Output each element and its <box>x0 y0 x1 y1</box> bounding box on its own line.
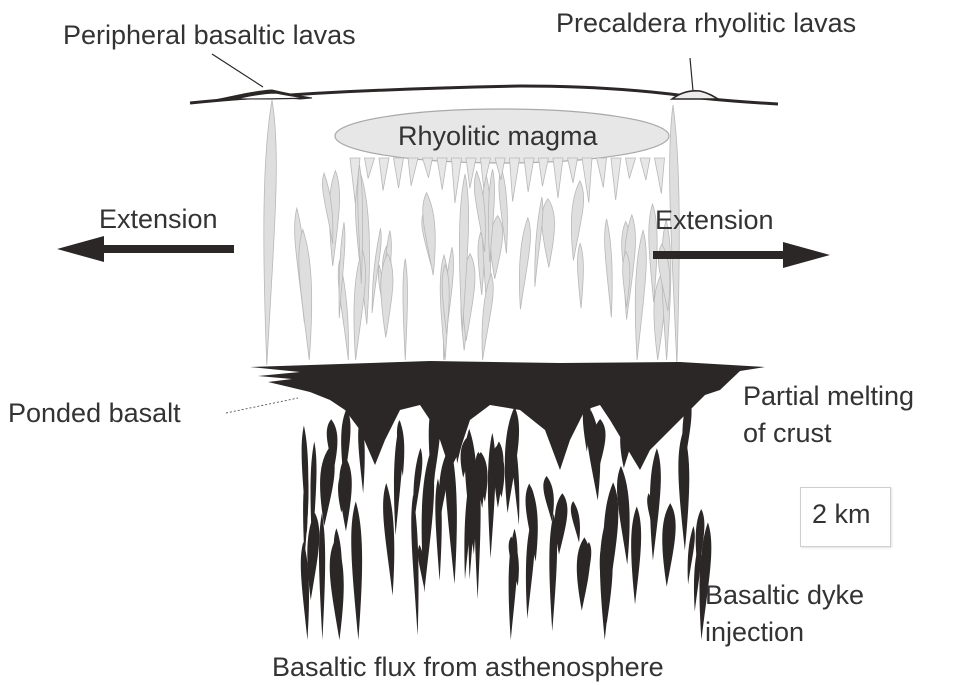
magma-spike <box>553 158 563 198</box>
rhyolitic-dyke <box>354 250 366 360</box>
label-partial-melting-line1: Partial melting <box>743 381 914 412</box>
label-dyke-injection-line1: Basaltic dyke <box>705 580 864 611</box>
basaltic-dyke <box>526 517 535 619</box>
magma-spike <box>626 158 636 179</box>
basaltic-dyke <box>617 466 630 565</box>
label-extension-left: Extension <box>99 204 218 235</box>
rhyolitic-dyke <box>605 219 613 317</box>
magma-spike <box>423 158 433 178</box>
magma-spike <box>379 158 389 191</box>
magma-spike <box>452 158 462 203</box>
label-basaltic-flux: Basaltic flux from asthenosphere <box>272 652 664 683</box>
basaltic-dyke <box>319 513 325 640</box>
magma-chamber-spikes <box>350 158 665 203</box>
magma-spike <box>524 158 534 192</box>
rhyolitic-dyke <box>482 274 493 360</box>
magma-spike <box>365 158 375 179</box>
basaltic-dyke <box>650 448 661 560</box>
rhyolitic-dyke <box>577 243 583 308</box>
label-scale: 2 km <box>812 499 871 530</box>
extension-arrow-left <box>57 236 234 262</box>
basaltic-dyke <box>411 495 418 636</box>
label-ponded-basalt: Ponded basalt <box>8 398 181 429</box>
basaltic-dyke <box>688 526 695 584</box>
magma-spike <box>510 158 520 202</box>
rhyolitic-dyke <box>535 197 543 287</box>
magma-spike <box>568 158 578 183</box>
rhyolitic-dyke <box>635 230 646 360</box>
label-dyke-injection-line2: injection <box>705 617 804 648</box>
rhyolitic-dyke <box>403 259 408 360</box>
magma-spike <box>597 158 607 187</box>
label-rhyolitic-magma: Rhyolitic magma <box>398 121 598 152</box>
basaltic-dyke <box>571 501 580 542</box>
rhyolitic-dyke <box>542 199 555 268</box>
magma-spike <box>408 158 418 186</box>
basaltic-dyke <box>351 501 362 640</box>
leader-line-ponded-basalt <box>226 398 298 413</box>
rhyolitic-feeder-dyke <box>264 100 276 365</box>
magma-spike <box>539 158 549 186</box>
basaltic-dyke <box>307 513 319 600</box>
magma-spike <box>655 158 665 194</box>
precaldera-rhyolitic-lava-dome <box>672 91 718 99</box>
basaltic-dyke <box>383 483 394 596</box>
label-partial-melting-line2: of crust <box>743 418 832 449</box>
label-peripheral-basaltic-lavas: Peripheral basaltic lavas <box>63 20 356 51</box>
leader-line-precaldera <box>690 58 693 91</box>
magma-spike <box>394 158 404 188</box>
magma-spike <box>437 158 447 190</box>
leader-line-peripheral <box>212 54 263 87</box>
label-extension-right: Extension <box>655 205 774 236</box>
rhyolitic-dyke <box>381 254 393 338</box>
basaltic-dyke <box>600 520 611 640</box>
basaltic-dyke <box>330 540 344 640</box>
basaltic-dyke <box>631 506 641 604</box>
rhyolitic-dyke <box>519 218 530 309</box>
basaltic-dyke <box>662 503 675 587</box>
magma-spike <box>640 158 650 180</box>
basaltic-dyke <box>543 476 554 522</box>
magma-spike <box>611 158 621 200</box>
label-precaldera-rhyolitic-lavas: Precaldera rhyolitic lavas <box>556 8 856 39</box>
ground-surface <box>190 86 778 104</box>
